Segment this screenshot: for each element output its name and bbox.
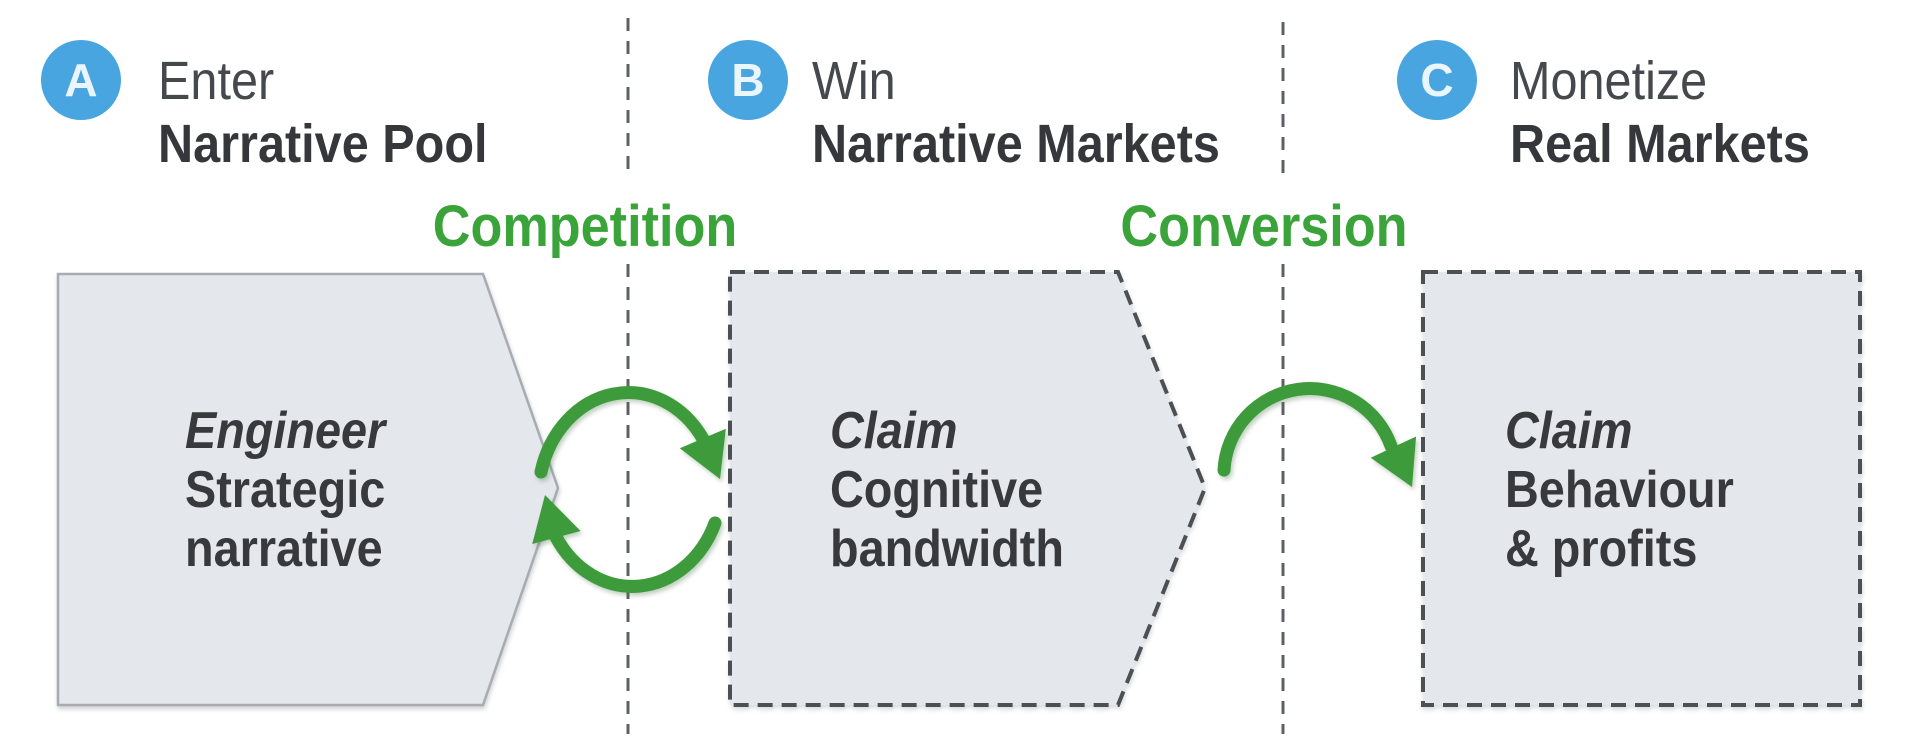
step-b-title: Win	[812, 51, 896, 111]
cycle-lower-arrowhead	[532, 495, 581, 544]
strategic-narrative-text: Engineer Strategic narrative	[185, 402, 385, 579]
competition-label: Competition	[432, 194, 738, 259]
step-b-badge: B	[708, 40, 788, 120]
shape-behaviour-profits	[1421, 270, 1862, 707]
strategic-narrative-line3: narrative	[185, 520, 383, 578]
behaviour-profits-text: Claim Behaviour & profits	[1505, 402, 1734, 579]
step-a-title: Enter	[158, 51, 275, 111]
cycle-upper-arrowhead	[679, 428, 726, 479]
step-a-subtitle: Narrative Pool	[158, 114, 488, 174]
step-b-subtitle: Narrative Markets	[812, 114, 1220, 174]
cycle-lower-arc	[549, 516, 722, 593]
step-c-badge: C	[1397, 40, 1477, 120]
step-b-badge-letter: B	[731, 54, 765, 106]
conversion-label: Conversion	[1120, 194, 1408, 259]
step-a-badge: A	[41, 40, 121, 120]
cycle-arrows-icon	[532, 386, 726, 593]
conversion-arc	[1217, 382, 1398, 477]
behaviour-profits-line3: & profits	[1505, 520, 1698, 578]
cognitive-bandwidth-line1: Claim	[830, 402, 958, 460]
step-a-header: A Enter Narrative Pool	[41, 40, 524, 176]
step-c-header: C Monetize Real Markets	[1397, 40, 1843, 176]
curved-arrow-icon	[1217, 382, 1417, 487]
step-c-title: Monetize	[1510, 51, 1708, 111]
step-c-subtitle: Real Markets	[1510, 114, 1810, 174]
strategic-narrative-line2: Strategic	[185, 461, 386, 519]
cognitive-bandwidth-line2: Cognitive	[830, 461, 1044, 519]
behaviour-profits-line1: Claim	[1505, 402, 1633, 460]
shape-cognitive-bandwidth	[728, 270, 1208, 707]
shape-strategic-narrative	[56, 272, 560, 707]
step-a-badge-letter: A	[64, 54, 98, 106]
step-c-badge-letter: C	[1420, 54, 1454, 106]
strategic-narrative-line1: Engineer	[185, 402, 386, 460]
conversion-arrowhead	[1370, 436, 1417, 487]
behaviour-profits-line2: Behaviour	[1505, 461, 1734, 519]
step-b-header: B Win Narrative Markets	[708, 40, 1265, 176]
cycle-upper-arc	[534, 386, 710, 479]
cognitive-bandwidth-line3: bandwidth	[830, 520, 1064, 578]
cognitive-bandwidth-text: Claim Cognitive bandwidth	[830, 402, 1064, 579]
